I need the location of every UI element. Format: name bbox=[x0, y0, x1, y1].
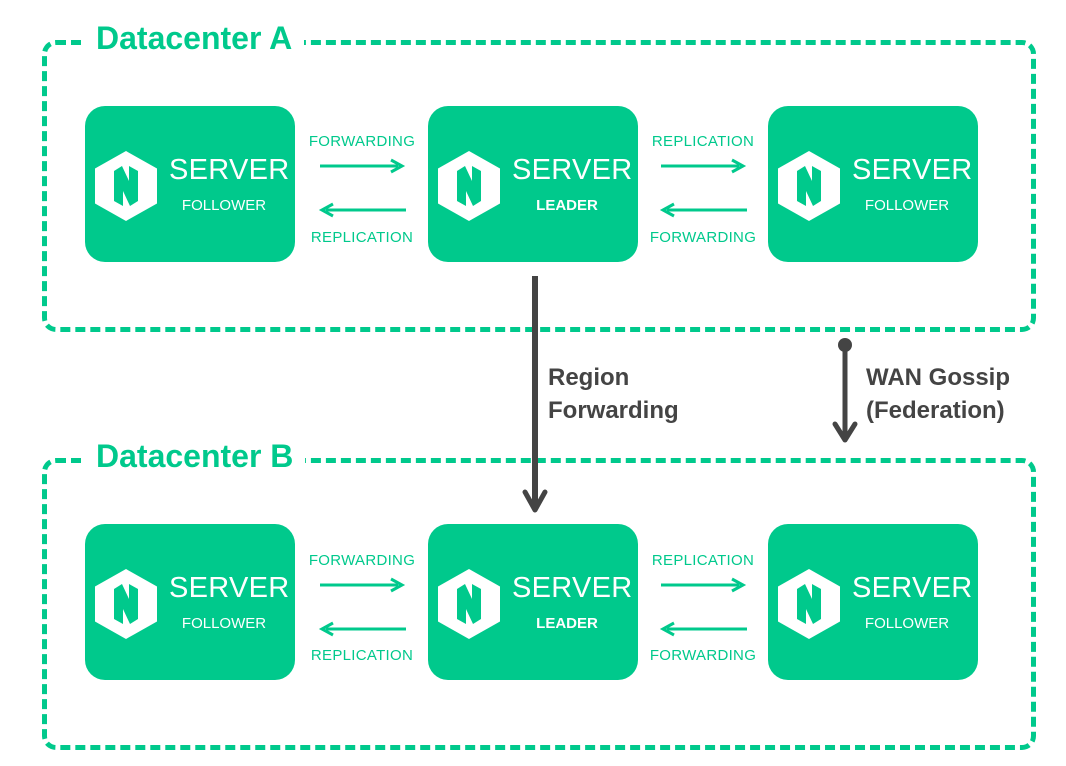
region-forwarding-line-1: Region bbox=[548, 364, 630, 391]
arrow-right-icon bbox=[320, 158, 406, 174]
dc-b-server-follower-2: SERVER FOLLOWER bbox=[768, 524, 978, 680]
dc-b-link-2-top-label: REPLICATION bbox=[651, 552, 755, 569]
datacenter-a-boundary bbox=[42, 40, 1036, 332]
server-role: FOLLOWER bbox=[181, 197, 267, 214]
wan-gossip-line-2: (Federation) bbox=[866, 397, 1005, 424]
nomad-logo-icon bbox=[438, 569, 500, 639]
arrow-right-icon bbox=[661, 577, 747, 593]
server-title: SERVER bbox=[512, 154, 633, 186]
wan-gossip-label: WAN Gossip (Federation) bbox=[866, 361, 1010, 427]
dc-b-server-leader: SERVER LEADER bbox=[428, 524, 638, 680]
datacenter-a-title: Datacenter A bbox=[84, 18, 305, 58]
server-role: FOLLOWER bbox=[181, 615, 267, 632]
dc-a-server-follower-1: SERVER FOLLOWER bbox=[85, 106, 295, 262]
region-forwarding-line-2: Forwarding bbox=[548, 397, 679, 424]
server-role: LEADER bbox=[536, 615, 598, 632]
arrow-left-icon bbox=[318, 621, 406, 637]
server-role: FOLLOWER bbox=[864, 615, 950, 632]
dc-b-link-1-top-label: FORWARDING bbox=[308, 552, 416, 569]
nomad-logo-icon bbox=[95, 569, 157, 639]
nomad-logo-icon bbox=[95, 151, 157, 221]
dc-b-server-follower-1: SERVER FOLLOWER bbox=[85, 524, 295, 680]
dc-a-link-2-top-label: REPLICATION bbox=[651, 133, 755, 150]
dc-a-server-leader: SERVER LEADER bbox=[428, 106, 638, 262]
server-role: LEADER bbox=[536, 197, 598, 214]
wan-gossip-arrow bbox=[832, 338, 858, 443]
server-title: SERVER bbox=[169, 154, 290, 186]
dc-a-server-follower-2: SERVER FOLLOWER bbox=[768, 106, 978, 262]
dc-a-link-1-bottom-label: REPLICATION bbox=[310, 229, 414, 246]
arrow-left-icon bbox=[659, 621, 747, 637]
nomad-logo-icon bbox=[778, 151, 840, 221]
server-title: SERVER bbox=[852, 154, 973, 186]
server-title: SERVER bbox=[852, 572, 973, 604]
region-forwarding-arrow bbox=[522, 276, 548, 513]
dc-b-link-1-bottom-label: REPLICATION bbox=[310, 647, 414, 664]
arrow-left-icon bbox=[318, 202, 406, 218]
server-title: SERVER bbox=[169, 572, 290, 604]
dc-a-link-2-bottom-label: FORWARDING bbox=[649, 229, 757, 246]
arrow-right-icon bbox=[320, 577, 406, 593]
nomad-logo-icon bbox=[438, 151, 500, 221]
arrow-left-icon bbox=[659, 202, 747, 218]
server-role: FOLLOWER bbox=[864, 197, 950, 214]
server-title: SERVER bbox=[512, 572, 633, 604]
datacenter-b-title: Datacenter B bbox=[84, 436, 306, 476]
nomad-logo-icon bbox=[778, 569, 840, 639]
dc-b-link-2-bottom-label: FORWARDING bbox=[649, 647, 757, 664]
arrow-right-icon bbox=[661, 158, 747, 174]
datacenter-b-boundary bbox=[42, 458, 1036, 750]
region-forwarding-label: Region Forwarding bbox=[548, 361, 679, 427]
wan-gossip-line-1: WAN Gossip bbox=[866, 364, 1011, 391]
dc-a-link-1-top-label: FORWARDING bbox=[308, 133, 416, 150]
